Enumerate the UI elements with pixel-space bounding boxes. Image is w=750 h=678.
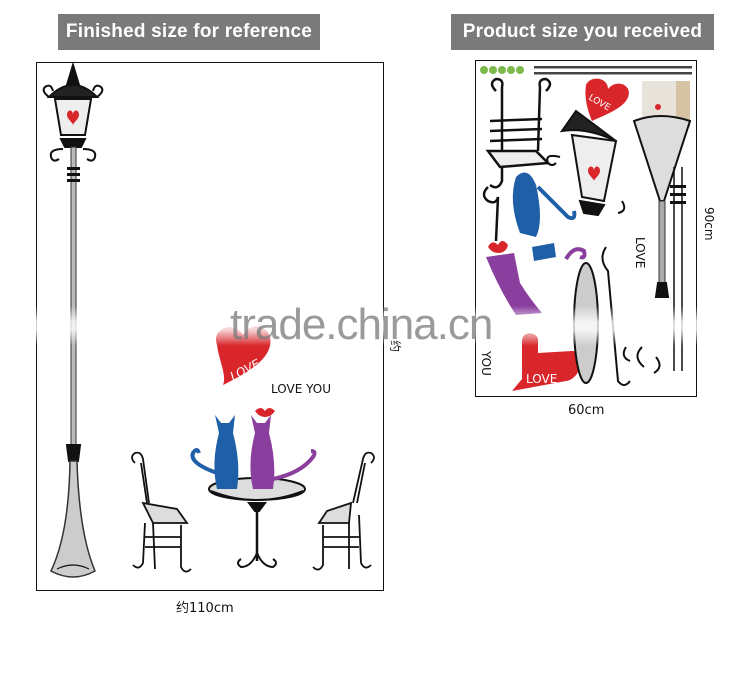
purple-cat-icon — [250, 408, 317, 489]
vertical-love-text: LOVE — [633, 237, 647, 268]
vertical-you-text: YOU — [479, 350, 493, 376]
chair-right-icon — [312, 451, 375, 571]
heart-love-bottom-icon: LOVE — [512, 333, 581, 391]
product-sheet-illustration: LOVE — [479, 66, 692, 391]
toolbar-dots-icon — [480, 66, 524, 74]
heart-love-top-icon: LOVE — [585, 78, 629, 121]
product-width-label: 60cm — [568, 403, 605, 418]
blue-cat-icon — [190, 415, 239, 489]
product-height-label: 90cm — [702, 207, 716, 241]
street-lamp-icon — [42, 63, 104, 578]
chair-part-icon — [482, 77, 552, 242]
love-heart-icon: LOVE — [216, 326, 271, 385]
finished-height-label: 约 — [388, 340, 402, 353]
blue-cat-part-icon — [512, 172, 577, 261]
product-size-title: Product size you received — [462, 21, 703, 42]
cafe-table-icon — [208, 477, 306, 569]
svg-text:LOVE: LOVE — [526, 372, 557, 386]
love-you-text: LOVE YOU — [271, 382, 331, 396]
finished-scene-illustration: LOVE LOVE YOU — [42, 63, 375, 578]
product-size-preview: LOVE — [475, 60, 697, 397]
lamp-head-icon — [546, 109, 626, 217]
chair-left-icon — [131, 451, 192, 573]
purple-cat-part-icon — [486, 241, 587, 315]
finished-size-banner: Finished size for reference — [58, 14, 320, 50]
finished-width-label: 约110cm — [176, 601, 234, 616]
product-size-banner: Product size you received — [451, 14, 714, 50]
finished-size-preview: LOVE LOVE YOU — [36, 62, 384, 591]
finished-size-title: Finished size for reference — [65, 21, 313, 42]
